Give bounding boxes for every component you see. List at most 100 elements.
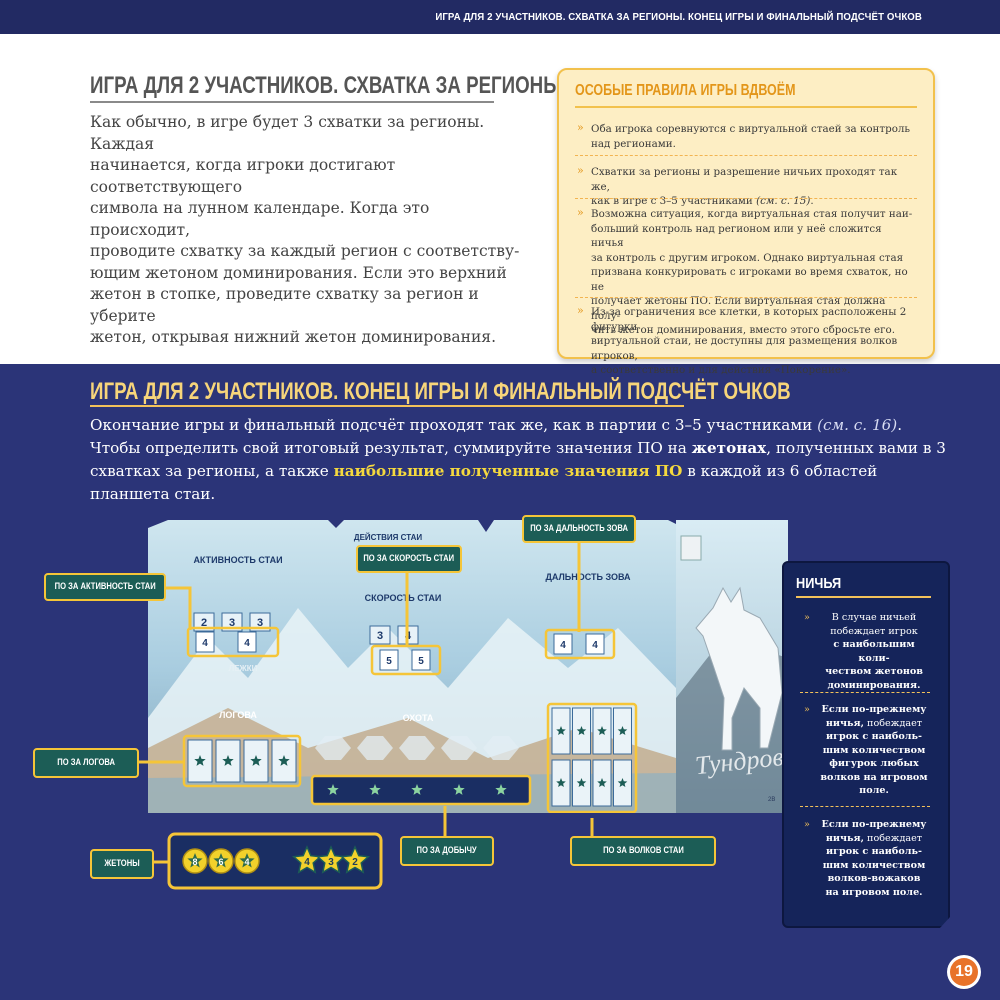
page-reference: (см. с. 16) bbox=[817, 416, 898, 434]
score-value: 4 bbox=[592, 640, 598, 651]
tie-bold: ничья, bbox=[825, 717, 864, 729]
tie-line: Если по-прежнему bbox=[821, 819, 927, 830]
section-2-body: Окончание игры и финальный подсчёт прохо… bbox=[90, 414, 950, 506]
dens-frame bbox=[182, 734, 302, 788]
page-number: 19 bbox=[950, 958, 978, 986]
running-title: ИГРА ДЛЯ 2 УЧАСТНИКОВ. СХВАТКА ЗА РЕГИОН… bbox=[435, 11, 922, 23]
wolf-star-icon bbox=[576, 726, 587, 735]
round-token-star-icon bbox=[213, 853, 229, 868]
score-cell bbox=[237, 631, 257, 653]
score-value: 4 bbox=[202, 638, 208, 649]
label-prey: ПО ЗА ДОБЫЧУ bbox=[400, 836, 494, 866]
round-token-value: 6 bbox=[218, 857, 223, 867]
den-star-icon bbox=[250, 755, 262, 766]
tie-line: побеждает игрок bbox=[830, 625, 918, 637]
body-line: ющим жетоном доминирования. Если это вер… bbox=[90, 263, 507, 282]
dens-score-highlight bbox=[182, 734, 302, 788]
round-token-value: 8 bbox=[192, 857, 197, 867]
body-line: проводите схватку за каждый регион с соо… bbox=[90, 242, 520, 260]
hunt-hex bbox=[441, 736, 477, 760]
hunt-hex bbox=[315, 736, 351, 760]
rule-divider bbox=[575, 198, 917, 199]
rule-divider bbox=[575, 155, 917, 156]
track-value: 3 bbox=[229, 617, 235, 629]
score-cell bbox=[585, 633, 605, 655]
section-dens-heading: ЛОГОВА bbox=[219, 710, 257, 720]
label-wolves: ПО ЗА ВОЛКОВ СТАИ bbox=[570, 836, 716, 866]
hunt-frame bbox=[310, 774, 532, 806]
track-value: 3 bbox=[377, 630, 383, 642]
score-value: 4 bbox=[244, 638, 250, 649]
body-line: Чтобы определить свой итоговый результат… bbox=[90, 439, 946, 457]
round-token-star-icon bbox=[239, 853, 255, 868]
score-value: 5 bbox=[386, 656, 392, 667]
wolf-star-icon bbox=[617, 726, 628, 735]
score-cell bbox=[195, 631, 215, 653]
score-cell bbox=[379, 649, 399, 671]
label-tokens: ЖЕТОНЫ bbox=[90, 849, 154, 879]
tie-line: Если по-прежнему bbox=[821, 704, 927, 715]
corner-emblem bbox=[680, 535, 702, 561]
body-line: жетон в стопке, проведите схватку за рег… bbox=[90, 285, 479, 325]
track-value: 2 bbox=[201, 617, 207, 629]
track-cell bbox=[249, 612, 271, 632]
tie-item: Если по-прежнему ничья, побеждает игрок … bbox=[804, 703, 930, 798]
track-cell bbox=[221, 612, 243, 632]
tie-line: доминирования. bbox=[827, 679, 921, 691]
running-header: ИГРА ДЛЯ 2 УЧАСТНИКОВ. СХВАТКА ЗА РЕГИОН… bbox=[0, 0, 1000, 34]
hunt-hex bbox=[399, 736, 435, 760]
wolf-star-icon bbox=[617, 778, 628, 787]
den-star-icon bbox=[194, 755, 206, 766]
tie-line: чеством жетонов bbox=[825, 666, 923, 677]
label-howl: ПО ЗА ДАЛЬНОСТЬ ЗОВА bbox=[522, 515, 636, 543]
section-howl-heading: ДАЛЬНОСТЬ ЗОВА bbox=[545, 572, 631, 582]
label-activity: ПО ЗА АКТИВНОСТЬ СТАИ bbox=[44, 573, 166, 601]
wolf-star-icon bbox=[576, 778, 587, 787]
title-underline bbox=[90, 405, 684, 407]
track-cell bbox=[193, 612, 215, 632]
rule-line: призвана конкурировать с игроками во вре… bbox=[591, 266, 908, 293]
rule-line: Из-за ограничения все клетки, в которых … bbox=[591, 306, 907, 333]
title-underline bbox=[90, 101, 494, 103]
hunt-star-icon bbox=[327, 784, 339, 795]
rule-line: Оба игрока соревнуются с виртуальной ста… bbox=[591, 123, 911, 135]
activity-score-highlight bbox=[186, 626, 280, 658]
tie-divider bbox=[800, 806, 930, 807]
tie-line: на игровом поле. bbox=[825, 886, 923, 898]
section-lair-heading: ЛЕЖКИ bbox=[229, 664, 258, 673]
section-1-title: ИГРА ДЛЯ 2 УЧАСТНИКОВ. СХВАТКА ЗА РЕГИОН… bbox=[90, 72, 562, 99]
body-line: Окончание игры и финальный подсчёт прохо… bbox=[90, 416, 903, 434]
wolf-star-icon bbox=[597, 726, 607, 735]
tie-line: игрок с наиболь- bbox=[826, 731, 922, 742]
tie-line: фигурок любых bbox=[829, 758, 919, 769]
score-cell bbox=[553, 633, 573, 655]
tie-item: В случае ничьей побеждает игрок с наибол… bbox=[804, 611, 930, 692]
body-line: символа на лунном календаре. Когда это п… bbox=[90, 199, 430, 239]
star-token-value: 4 bbox=[304, 857, 310, 868]
tie-divider bbox=[800, 692, 930, 693]
tie-line: поле. bbox=[859, 785, 889, 796]
body-line: жетон, открывая нижний жетон доминирован… bbox=[90, 328, 496, 346]
star-token-value: 3 bbox=[328, 857, 334, 868]
rule-divider bbox=[575, 297, 917, 298]
special-rules-title: ОСОБЫЕ ПРАВИЛА ИГРЫ ВДВОЁМ bbox=[575, 82, 796, 99]
star-token bbox=[339, 845, 371, 874]
tie-line: В случае ничьей bbox=[831, 612, 917, 623]
body-line: Как обычно, в игре будет 3 схватки за ре… bbox=[90, 113, 485, 153]
tie-line: волков-вожаков bbox=[827, 873, 921, 884]
tie-title: НИЧЬЯ bbox=[796, 575, 842, 592]
rule-line: Схватки за регионы и разрешение ничьих п… bbox=[591, 166, 898, 193]
bold-term: жетонах bbox=[691, 439, 767, 457]
track-cell bbox=[369, 625, 391, 645]
section-hunt-heading: ОХОТА bbox=[403, 713, 434, 723]
wolf-star-icon bbox=[597, 778, 607, 787]
hunt-star-icon bbox=[495, 784, 507, 795]
rule-line: виртуальной стаи, не доступны для размещ… bbox=[591, 335, 898, 362]
body-line: начинается, когда игроки достигают соотв… bbox=[90, 156, 396, 196]
section-speed-heading: СКОРОСТЬ СТАИ bbox=[365, 593, 442, 603]
highlight-term: наибольшие полученные значения ПО bbox=[333, 462, 683, 480]
pack-wolves-score-highlight bbox=[546, 702, 638, 813]
body-line: схватках за регионы, а также наибольшие … bbox=[90, 462, 878, 503]
score-value: 5 bbox=[418, 656, 424, 667]
